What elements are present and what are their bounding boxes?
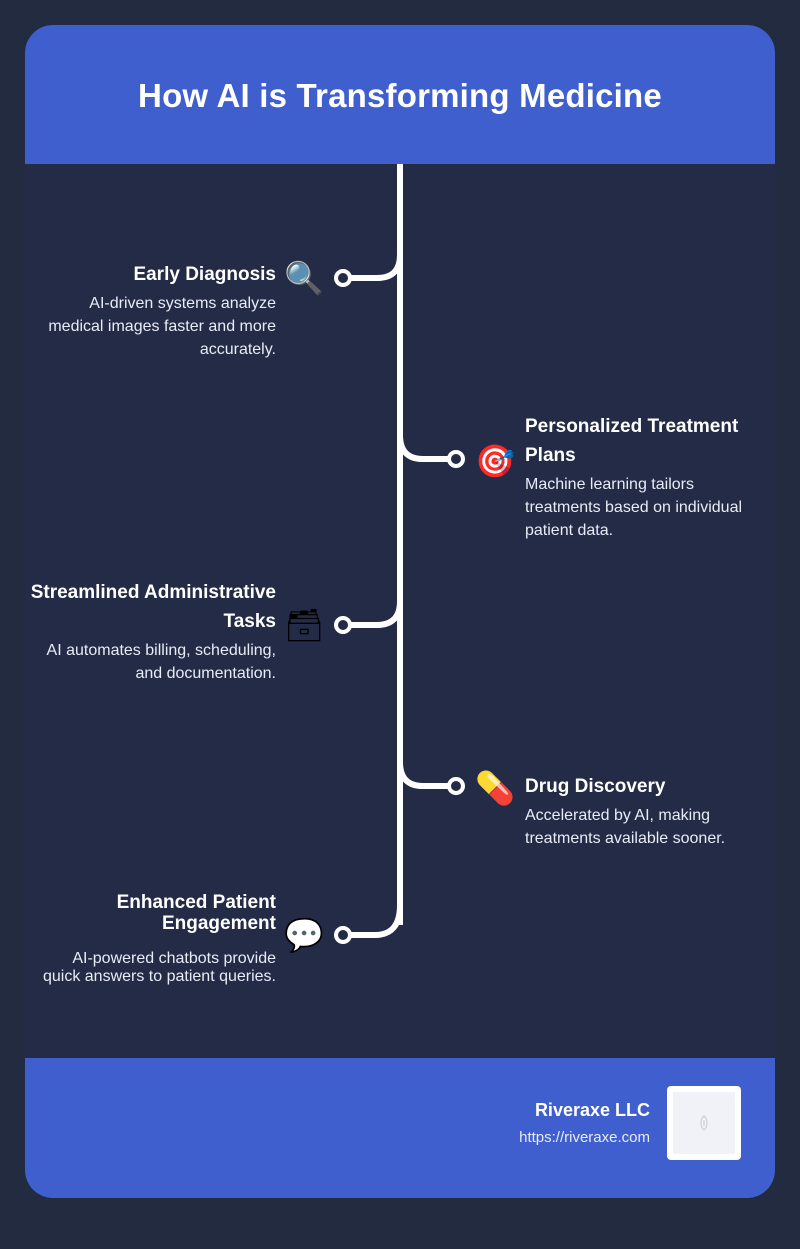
timeline-item-administrative-tasks: Streamlined Administrative Tasks AI auto… xyxy=(26,578,276,685)
item-description: Machine learning tailors treatments base… xyxy=(525,476,743,539)
pill-icon: 💊 xyxy=(475,769,515,807)
item-description: AI-powered chatbots provide quick answer… xyxy=(42,950,276,985)
file-cabinet-icon: 🗃 xyxy=(284,606,325,644)
timeline-item-early-diagnosis: Early Diagnosis AI-driven systems analyz… xyxy=(46,260,276,361)
item-heading: Drug Discovery xyxy=(525,776,666,797)
item-heading: Personalized Treatment Plans xyxy=(525,416,739,466)
item-description: AI automates billing, scheduling, and do… xyxy=(46,642,276,682)
item-heading: Early Diagnosis xyxy=(133,264,276,285)
infographic-card: How AI is Transforming Medicine Early Di… xyxy=(25,25,775,1198)
logo-placeholder xyxy=(673,1092,735,1154)
company-logo-icon xyxy=(667,1086,741,1160)
timeline-item-patient-engagement: Enhanced Patient Engagement AI-powered c… xyxy=(36,892,276,986)
item-heading: Streamlined Administrative Tasks xyxy=(30,582,276,632)
logo-mark-icon xyxy=(700,1115,708,1131)
company-url[interactable]: https://riveraxe.com xyxy=(519,1129,650,1146)
timeline-item-personalized-treatment: Personalized Treatment Plans Machine lea… xyxy=(525,412,760,542)
item-heading: Enhanced Patient Engagement xyxy=(116,892,276,934)
header: How AI is Transforming Medicine xyxy=(25,25,775,164)
magnifier-icon: 🔍 xyxy=(284,259,324,297)
footer: Riveraxe LLC https://riveraxe.com xyxy=(25,1058,775,1198)
speech-bubble-icon: 💬 xyxy=(284,916,324,954)
item-description: Accelerated by AI, making treatments ava… xyxy=(525,807,726,847)
item-description: AI-driven systems analyze medical images… xyxy=(48,295,276,358)
target-icon: 🎯 xyxy=(475,442,515,480)
page-title: How AI is Transforming Medicine xyxy=(138,77,662,114)
timeline-line xyxy=(334,164,465,944)
timeline-item-drug-discovery: Drug Discovery Accelerated by AI, making… xyxy=(525,772,760,850)
company-name: Riveraxe LLC xyxy=(534,1100,650,1120)
